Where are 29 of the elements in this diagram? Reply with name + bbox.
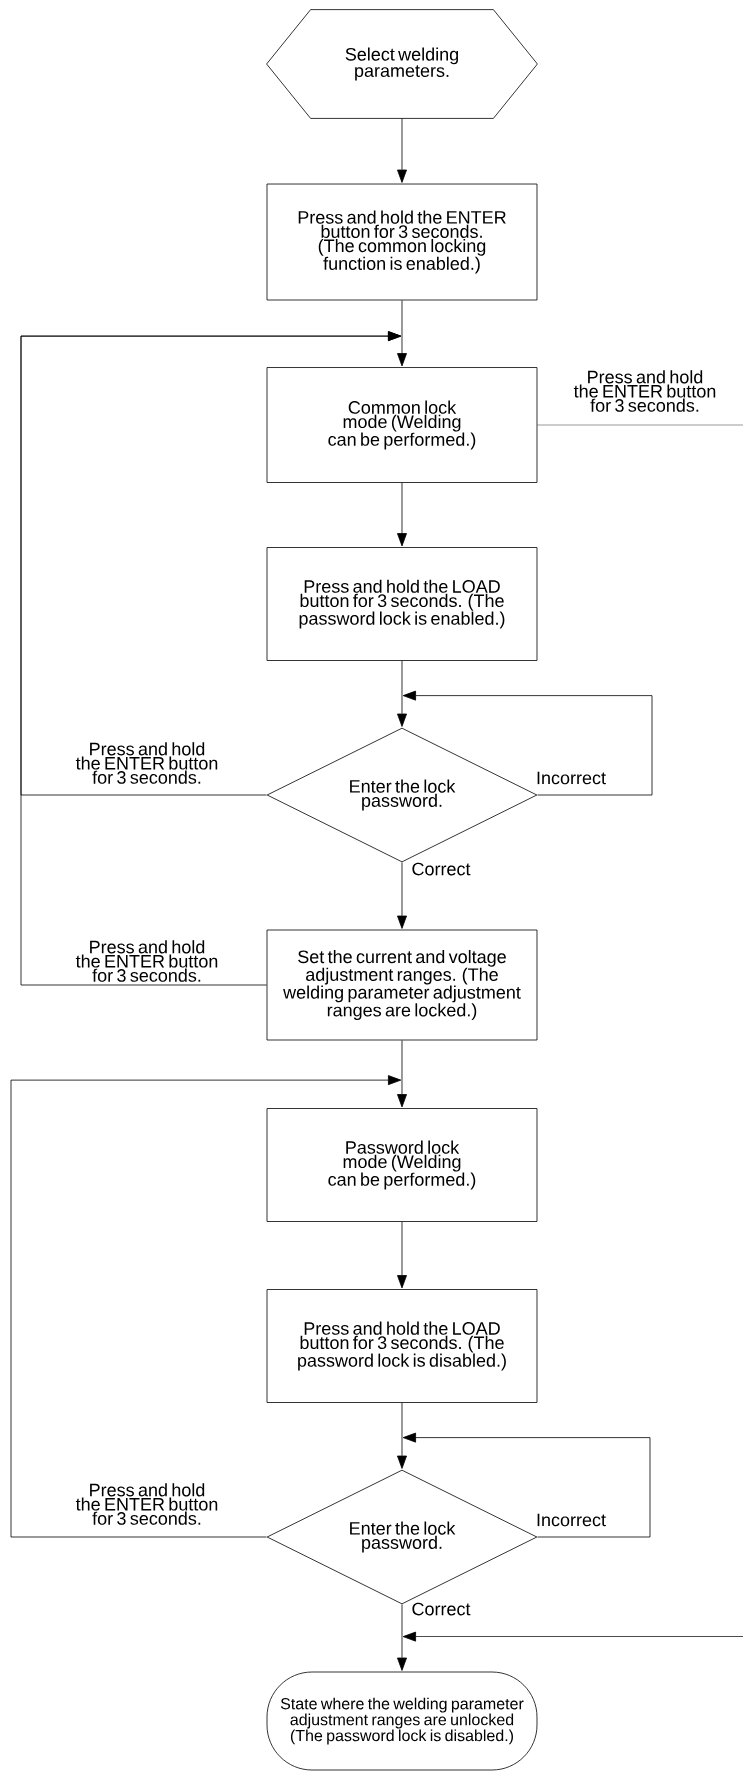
arrow: [20, 331, 402, 986]
process-box: Common lock mode (Welding can be performed.): [266, 367, 538, 483]
edge-label: Press and hold the ENTER button for 3 seconds.: [75, 742, 218, 784]
process-box: Press and hold the LOAD button for 3 seconds. (The password lock is enabled.): [266, 547, 538, 661]
arrow: [397, 1221, 407, 1289]
edge-label: Press and hold the ENTER button for 3 seconds.: [75, 940, 218, 982]
edge-label: Press and hold the ENTER button for 3 seconds.: [573, 370, 716, 412]
edge-label: Correct: [412, 1602, 471, 1616]
arrow: [402, 1432, 651, 1538]
arrow: [397, 862, 407, 929]
arrow: [397, 660, 407, 727]
process-box: Press and hold the LOAD button for 3 seconds. (The password lock is disabled.): [266, 1289, 538, 1403]
arrow: [10, 1075, 402, 1538]
arrow: [397, 1402, 407, 1469]
edge-label: Correct: [412, 862, 471, 876]
process-box: Password lock mode (Welding can be performed.): [266, 1108, 538, 1222]
arrow: [397, 118, 407, 183]
preparation-hexagon: Select welding parameters.: [266, 9, 538, 119]
edge-label: Press and hold the ENTER button for 3 seconds.: [75, 1483, 218, 1525]
arrow: [397, 300, 407, 367]
edge-label: Incorrect: [537, 1513, 606, 1527]
arrow: [397, 482, 407, 547]
process-box: Set the current and voltage adjustment ranges. (The welding parameter adjustment ranges are locked.): [266, 929, 538, 1041]
arrow: [402, 690, 653, 796]
process-box: Press and hold the ENTER button for 3 seconds. (The common locking function is enabled.): [266, 183, 538, 301]
arrow: [402, 1631, 743, 1642]
arrow: [397, 1040, 407, 1108]
edge-label: Incorrect: [537, 771, 606, 785]
arrow: [397, 1604, 407, 1671]
